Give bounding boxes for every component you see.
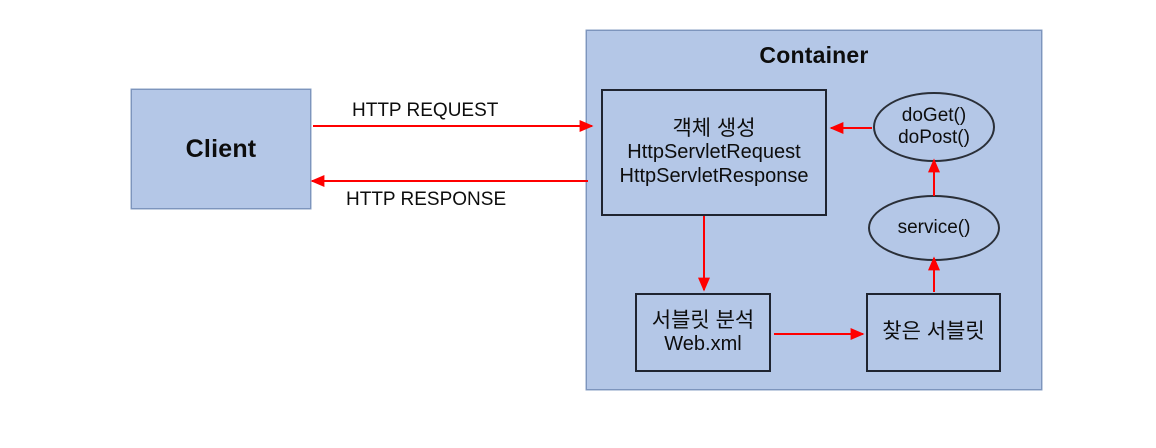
object-creation-box: 객체 생성 HttpServletRequest HttpServletResp… xyxy=(601,89,827,216)
doget-label: doGet() xyxy=(901,104,967,126)
http-response-label: HTTP RESPONSE xyxy=(346,189,507,210)
service-label: service() xyxy=(897,216,971,238)
service-ellipse: service() xyxy=(868,195,1000,261)
object-creation-line3: HttpServletResponse xyxy=(619,164,809,187)
container-title: Container xyxy=(759,42,869,68)
http-request-label: HTTP REQUEST xyxy=(352,100,499,121)
client-box: Client xyxy=(131,89,311,209)
dopost-label: doPost() xyxy=(898,127,970,148)
found-servlet-label: 찾은 서블릿 xyxy=(882,320,985,344)
object-creation-line2: HttpServletRequest xyxy=(627,141,801,164)
found-servlet-box: 찾은 서블릿 xyxy=(866,293,1001,372)
servlet-analysis-box: 서블릿 분석 Web.xml xyxy=(635,293,771,372)
servlet-analysis-line2: Web.xml xyxy=(664,333,742,356)
servlet-analysis-line1: 서블릿 분석 xyxy=(651,308,755,332)
object-creation-line1: 객체 생성 xyxy=(672,117,756,141)
client-label: Client xyxy=(185,134,257,163)
doget-dopost-ellipse: doGet() doPost() xyxy=(873,92,995,162)
